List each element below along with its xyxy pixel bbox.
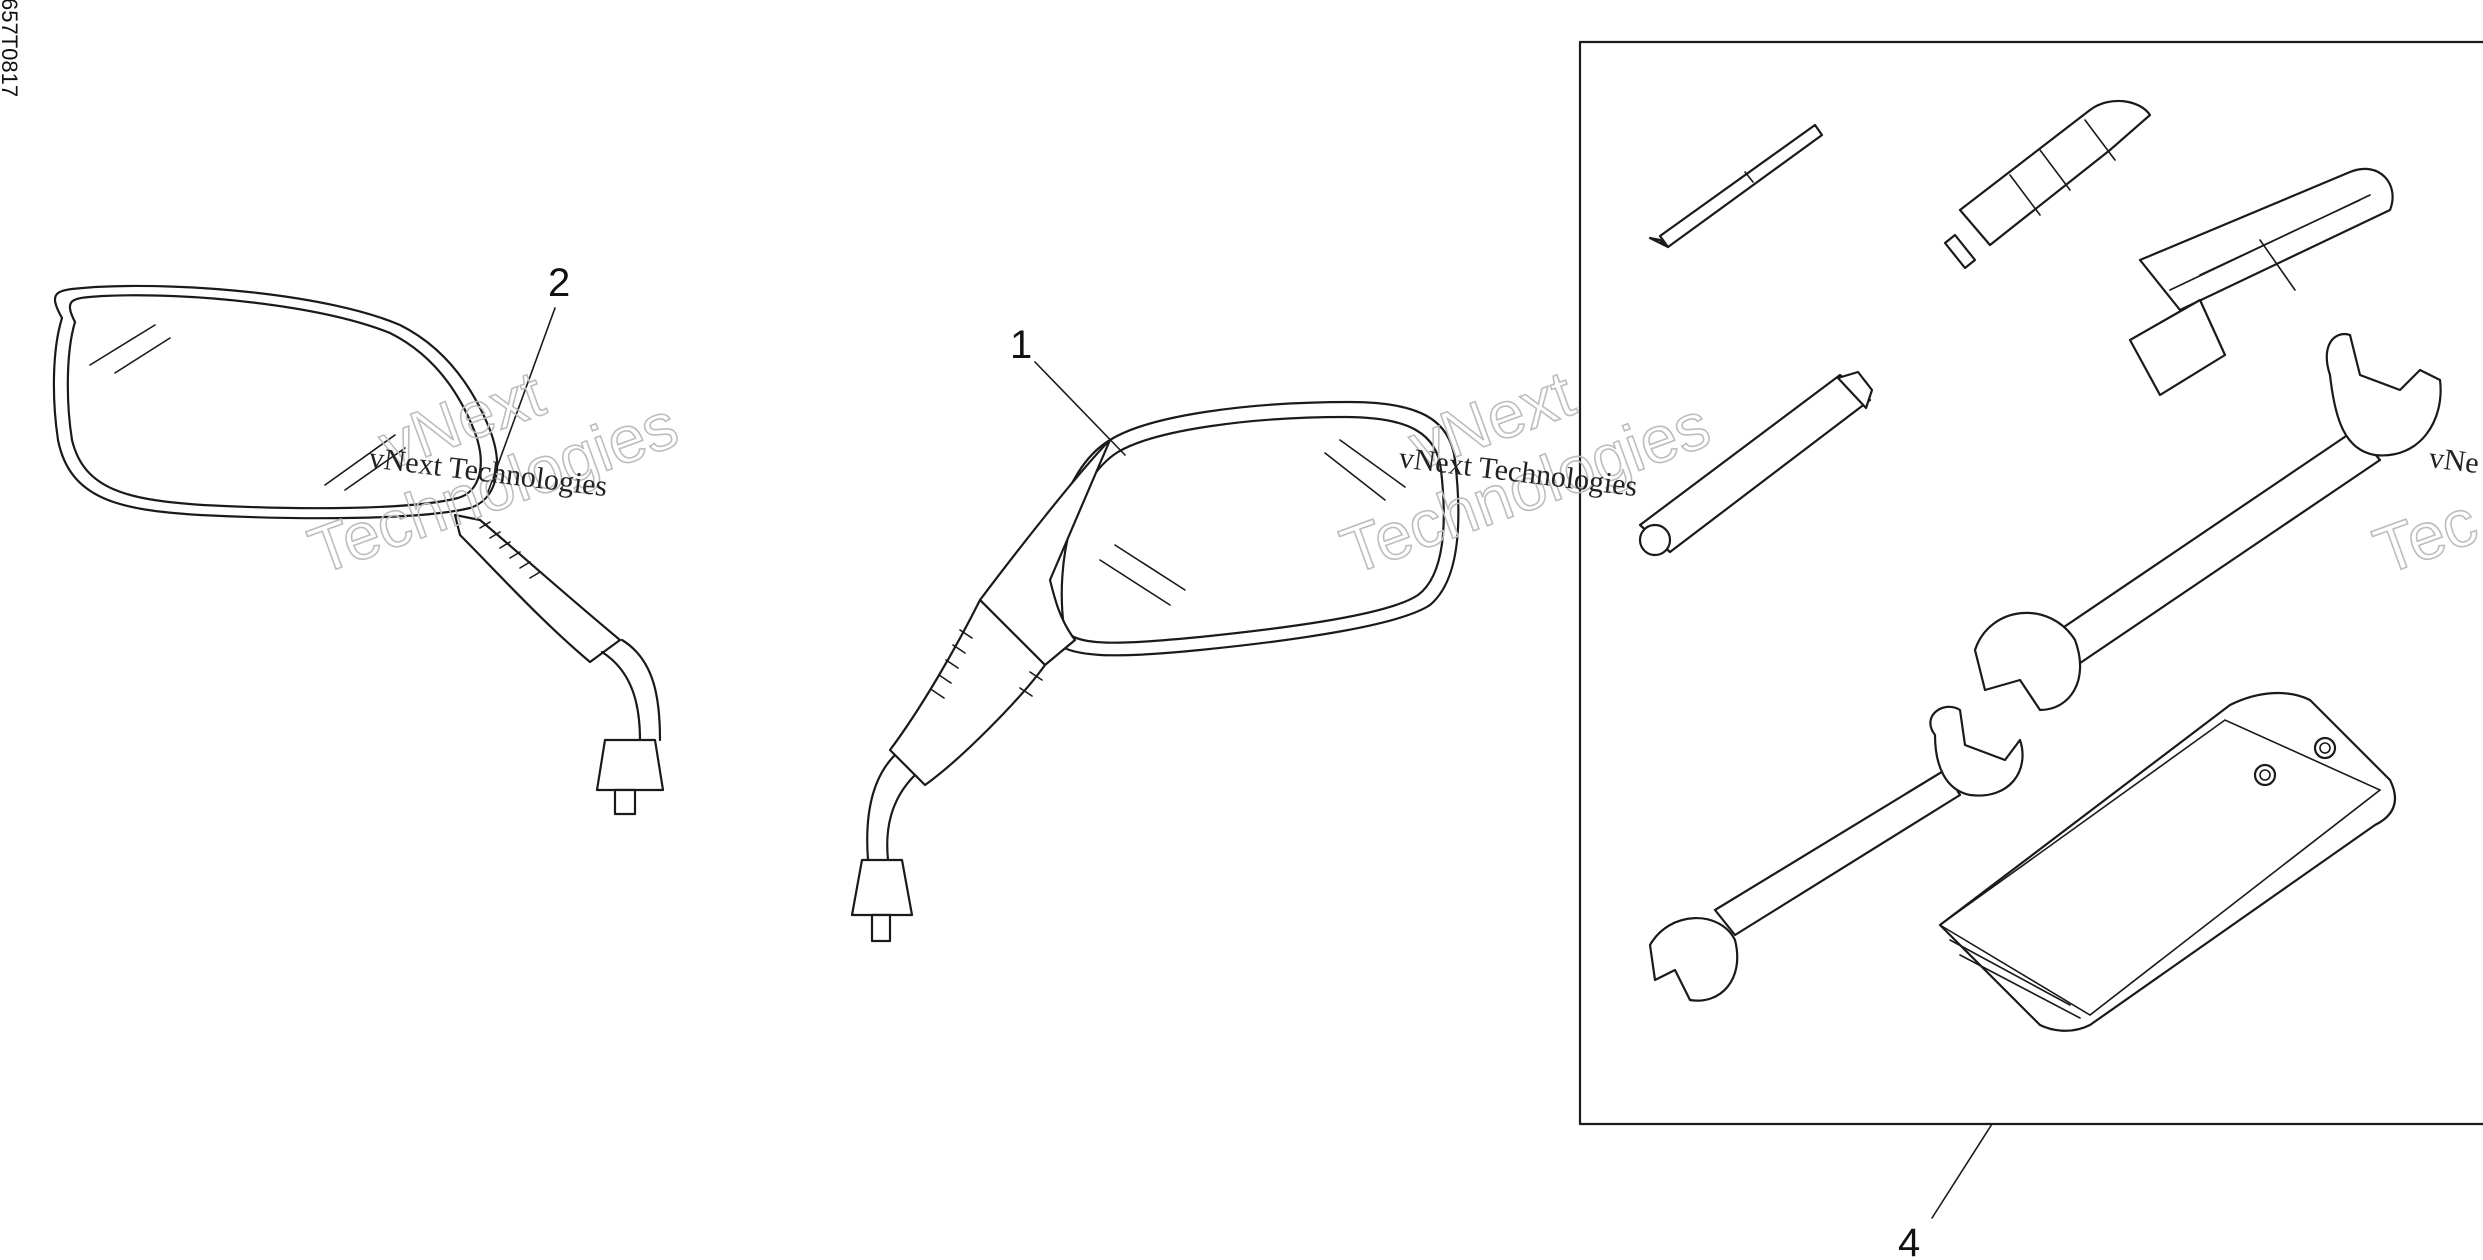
watermark-big-partial: Tec — [2364, 483, 2483, 588]
tool-tubular-wrench — [1638, 370, 1874, 557]
tool-screwdriver-handle — [2128, 167, 2394, 397]
mirror-center-part-1 — [850, 400, 1460, 943]
tool-open-end-wrench-upper — [1973, 332, 2442, 712]
watermark-small-partial: vNe — [2427, 441, 2481, 480]
callout-number-1: 1 — [1010, 323, 1032, 367]
callout-1: 1 — [1010, 323, 1126, 456]
tool-open-end-wrench-lower — [1648, 705, 2024, 1002]
tool-screwdriver-bit — [1648, 123, 1824, 249]
callout-4: 4 — [1898, 1123, 1993, 1260]
callout-number-2: 2 — [548, 261, 570, 305]
callout-number-4: 4 — [1898, 1221, 1920, 1260]
callout-2: 2 — [487, 261, 570, 493]
tool-socket-extension — [1943, 99, 2152, 270]
watermark-right-partial: Tec vNe — [2364, 441, 2483, 589]
tool-pouch — [1938, 692, 2397, 1032]
reference-code: 657T0817 — [0, 0, 22, 97]
toolkit-frame — [1578, 40, 2483, 1126]
mirror-left-part-2 — [52, 284, 665, 816]
